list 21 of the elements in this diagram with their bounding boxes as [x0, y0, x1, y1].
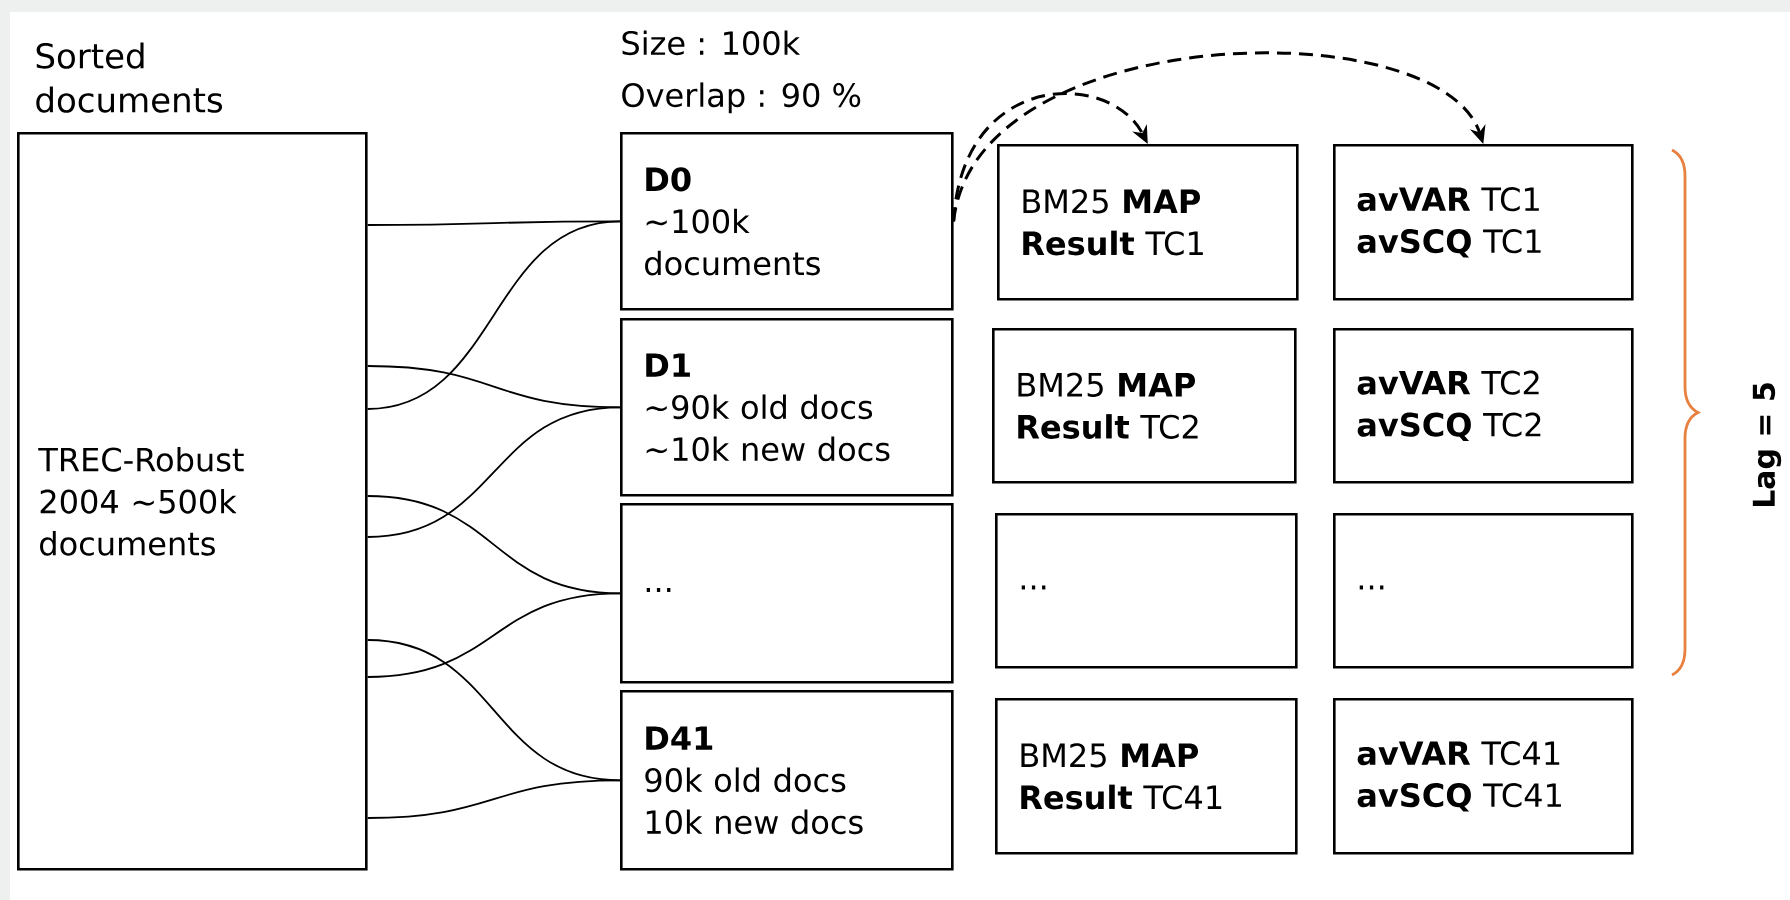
connector-line [366, 592, 621, 678]
corpus-box: TREC-Robust 2004 ~500k documents [17, 132, 368, 871]
connector-line [366, 779, 621, 819]
subset-box: D1 ~90k old docs ~10k new docs [620, 318, 954, 497]
result-box: BM25 MAP Result TC2 [992, 328, 1297, 484]
result-box: ... [995, 513, 1298, 669]
connector-line [366, 406, 621, 538]
box-heading: Sorted documents [36, 42, 223, 113]
subset-box: ... [620, 503, 954, 684]
metric-box: ... [1333, 513, 1634, 669]
metric-box: avVAR TC41 avSCQ TC41 [1333, 698, 1634, 855]
result-box: BM25 MAP Result TC1 [997, 144, 1299, 301]
arrow [952, 51, 1486, 222]
metric-box: avVAR TC2 avSCQ TC2 [1333, 328, 1634, 484]
connector-line [366, 220, 621, 410]
brace-label: Lag = 5 [1752, 383, 1782, 507]
annotation-text: Size : 100k [622, 30, 801, 56]
result-box: BM25 MAP Result TC41 [995, 698, 1298, 855]
subset-box: D0 ~100k documents [620, 132, 954, 311]
metric-box: avVAR TC1 avSCQ TC1 [1333, 144, 1634, 301]
subset-box: D41 90k old docs 10k new docs [620, 690, 954, 871]
